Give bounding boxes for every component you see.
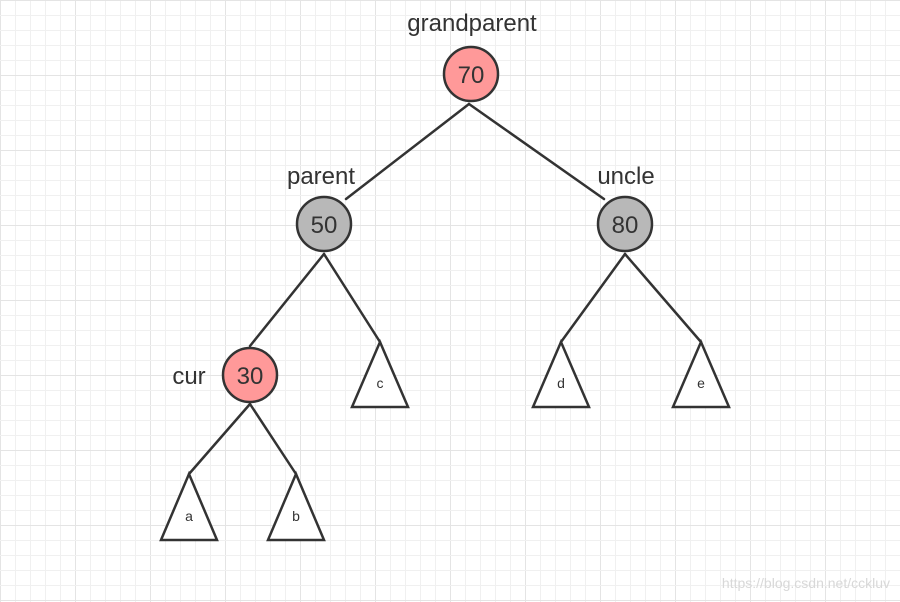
edge-parent-cur (248, 252, 326, 348)
subtree-d: d (531, 338, 591, 409)
subtree-label-e: e (697, 375, 705, 391)
watermark-text: https://blog.csdn.net/cckluv (722, 575, 890, 591)
edge-grandparent-parent (344, 102, 471, 201)
subtree-e: e (671, 338, 731, 409)
edge-parent-c (322, 252, 382, 344)
subtree-triangle-b (266, 470, 326, 542)
subtree-b: b (266, 470, 326, 542)
subtree-label-a: a (185, 508, 193, 524)
node-value-cur: 30 (237, 363, 264, 390)
node-value-uncle: 80 (612, 212, 639, 239)
subtree-label-c: c (377, 375, 384, 391)
node-circle-parent (295, 195, 353, 253)
subtree-triangle-a (159, 470, 219, 542)
subtree-label-b: b (292, 508, 300, 524)
edge-uncle-e (623, 252, 703, 344)
node-circle-uncle (596, 195, 654, 253)
subtree-label-d: d (557, 375, 565, 391)
subtree-a: a (159, 470, 219, 542)
role-label-uncle: uncle (597, 163, 654, 190)
edge-uncle-d (559, 252, 627, 344)
edge-grandparent-uncle (467, 102, 606, 201)
node-value-grandparent: 70 (458, 62, 485, 89)
subtree-triangle-e (671, 338, 731, 409)
subtree-c: c (350, 338, 410, 409)
node-uncle: 80 uncle (596, 163, 655, 253)
edge-cur-a (187, 402, 252, 476)
node-cur: 30 cur (172, 346, 279, 404)
role-label-grandparent: grandparent (407, 10, 537, 37)
tree-edges (187, 102, 703, 476)
node-circle-grandparent (442, 45, 500, 103)
role-label-cur: cur (172, 363, 205, 390)
subtree-triangle-c (350, 338, 410, 409)
role-label-parent: parent (287, 163, 355, 190)
edge-cur-b (248, 402, 298, 476)
subtree-triangle-d (531, 338, 591, 409)
node-circle-cur (221, 346, 279, 404)
node-grandparent: 70 grandparent (407, 10, 537, 103)
node-parent: 50 parent (287, 163, 355, 253)
node-value-parent: 50 (311, 212, 338, 239)
